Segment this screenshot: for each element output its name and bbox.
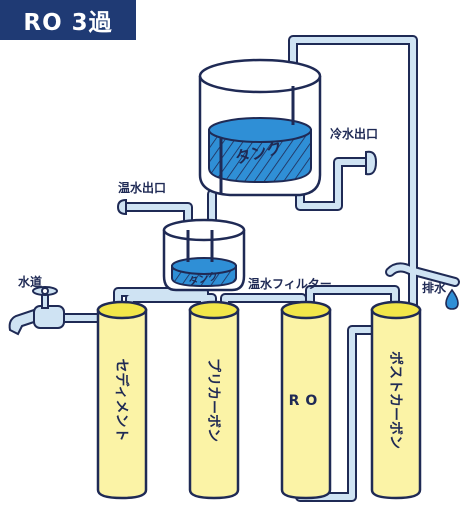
filter-post-carbon: ポストカーボン — [370, 300, 422, 500]
cold-outlet-nozzle — [365, 150, 378, 176]
label-drain: 排水 — [422, 280, 447, 295]
drain-icon — [445, 288, 459, 310]
filter-pre-carbon: プリカーボン — [188, 300, 240, 500]
filter-label-sediment: セディメント — [113, 358, 130, 441]
filters: セディメント プリカーボン RO ポストカーボン — [96, 300, 422, 500]
pipes — [55, 35, 460, 502]
label-tap-water: 水道 — [18, 274, 42, 289]
label-cold-outlet: 冷水出口 — [330, 126, 378, 141]
filter-ro: RO — [280, 300, 332, 500]
filter-label-pre-carbon: プリカーボン — [205, 358, 221, 442]
hot-outlet-nozzle — [116, 198, 127, 216]
label-hot-filter: 温水フィルター — [248, 276, 332, 291]
filter-label-post-carbon: ポストカーボン — [387, 351, 404, 449]
storage-tank: タンク — [198, 58, 322, 197]
hot-tank: タンク — [162, 218, 246, 292]
title-badge: RO 3過 — [0, 0, 136, 40]
filter-sediment: セディメント — [96, 300, 148, 500]
label-hot-outlet: 温水出口 — [118, 180, 166, 195]
filter-label-ro: RO — [289, 393, 324, 409]
faucet-icon — [8, 286, 65, 336]
